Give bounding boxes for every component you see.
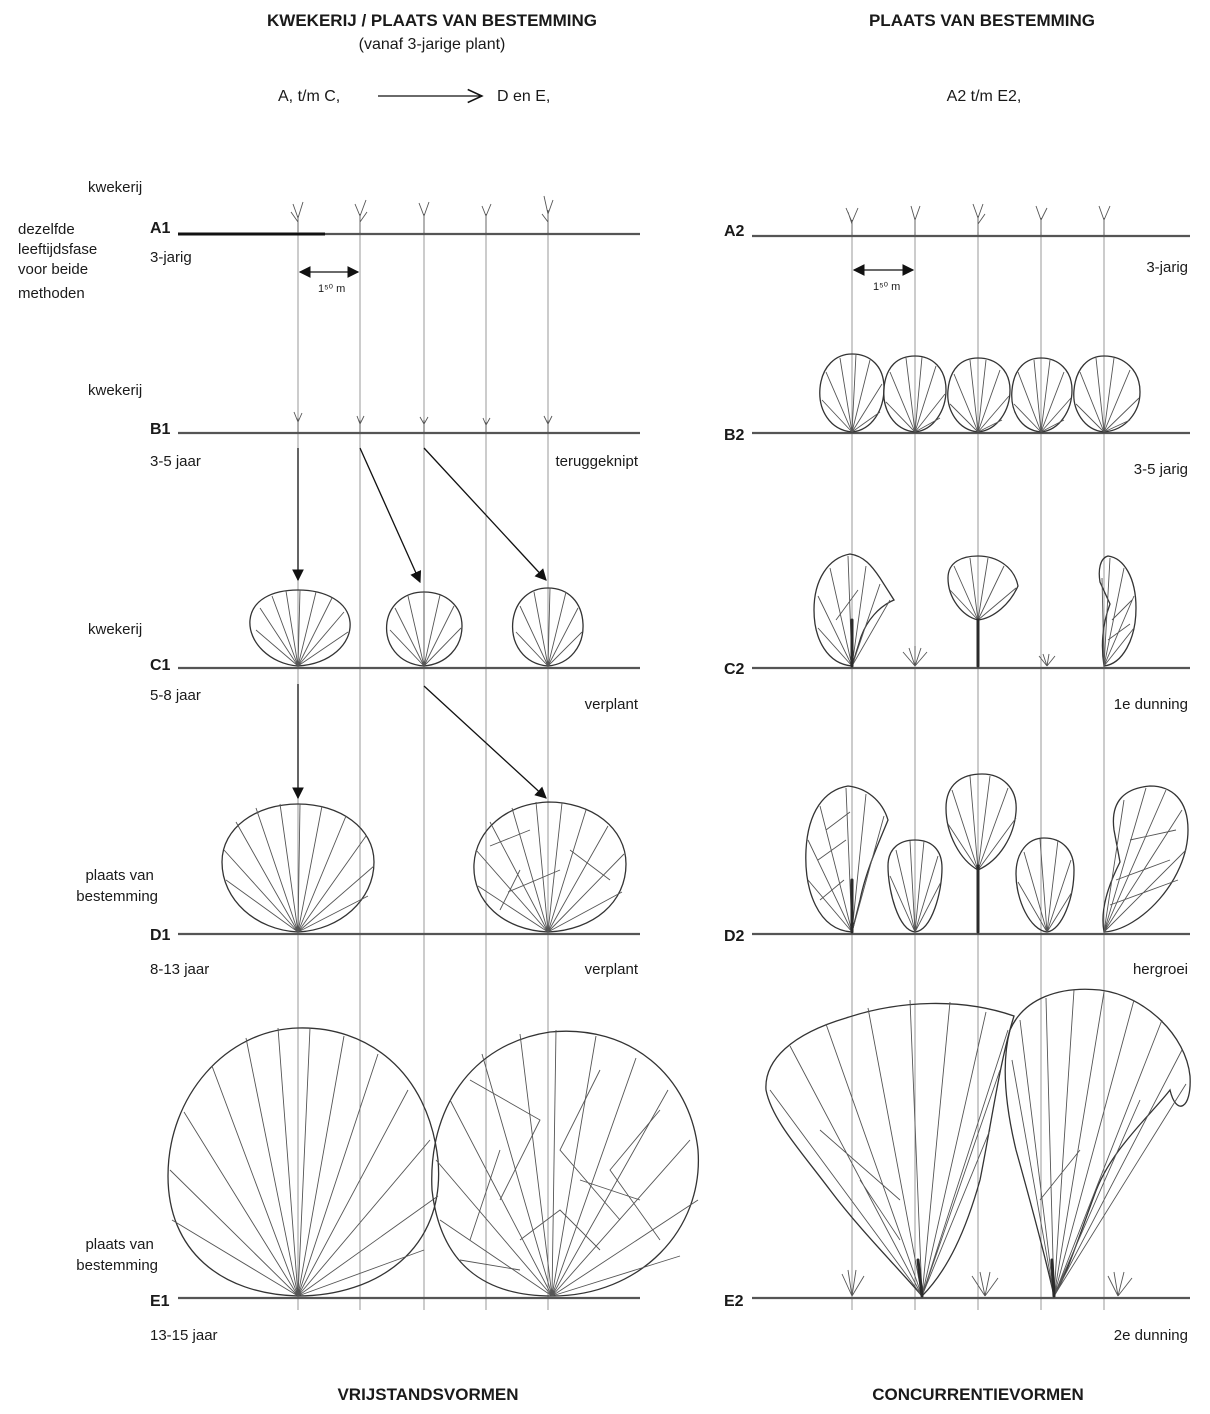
row-age-a1: 3-jarig <box>150 249 192 266</box>
row-id-d1: D1 <box>150 927 171 944</box>
row-note-c1: verplant <box>585 696 639 713</box>
row-id-c1: C1 <box>150 657 171 674</box>
row-id-c2: C2 <box>724 661 745 678</box>
nursery-label-c: kwekerij <box>88 621 142 638</box>
row-note-e2: 2e dunning <box>1114 1327 1188 1344</box>
left-header-title: KWEKERIJ / PLAATS VAN BESTEMMING <box>267 11 597 30</box>
seedlings-a1 <box>291 196 553 233</box>
row-note-d1: verplant <box>585 961 639 978</box>
row-id-d2: D2 <box>724 928 745 945</box>
row-age-e1: 13-15 jaar <box>150 1327 218 1344</box>
transplant-arrow-3 <box>424 448 546 580</box>
row-age-c1: 5-8 jaar <box>150 687 201 704</box>
regrowth-trees-d2 <box>806 774 1188 932</box>
cut-stumps-b1 <box>294 412 552 432</box>
row-c2: C2 1e dunning <box>724 554 1190 713</box>
spacing-label-right: 1⁵⁰ m <box>873 281 900 293</box>
right-header-title: PLAATS VAN BESTEMMING <box>869 11 1095 30</box>
shrubs-e1 <box>168 1028 698 1296</box>
left-flow-from: A, t/m C, <box>278 88 340 105</box>
left-header-subtitle: (vanaf 3-jarige plant) <box>359 36 506 53</box>
transplant-arrow-2 <box>360 448 420 582</box>
shared-phase-note: dezelfde leeftijdsfase voor beide method… <box>18 221 101 302</box>
row-d1: D1 8-13 jaar verplant <box>150 802 640 978</box>
row-d2: D2 hergroei <box>724 774 1190 978</box>
nursery-label-b: kwekerij <box>88 382 142 399</box>
right-flow: A2 t/m E2, <box>947 88 1022 105</box>
right-guide-lines <box>852 232 1104 1310</box>
row-id-e2: E2 <box>724 1293 744 1310</box>
row-id-b1: B1 <box>150 421 171 438</box>
row-a1: A1 3-jarig 1⁵⁰ m <box>150 196 640 295</box>
hedge-b2 <box>820 354 1140 432</box>
row-note-a2: 3-jarig <box>1146 259 1188 276</box>
row-id-e1: E1 <box>150 1293 170 1310</box>
row-b2: B2 3-5 jarig <box>724 354 1190 478</box>
footer-right: CONCURRENTIEVORMEN <box>872 1385 1084 1404</box>
destination-label-e: plaats van bestemming <box>76 1236 158 1274</box>
row-c1: C1 5-8 jaar verplant <box>150 588 640 798</box>
thinned-trees-c2 <box>814 554 1136 666</box>
seedlings-a2 <box>846 204 1110 235</box>
spacing-label-left: 1⁵⁰ m <box>318 283 345 295</box>
row-a2: A2 3-jarig 1⁵⁰ m <box>724 204 1190 293</box>
row-id-a1: A1 <box>150 220 171 237</box>
row-id-a2: A2 <box>724 223 745 240</box>
row-note-d2: hergroei <box>1133 961 1188 978</box>
footer-left: VRIJSTANDSVORMEN <box>337 1385 518 1404</box>
row-note-c2: 1e dunning <box>1114 696 1188 713</box>
row-e2: E2 2e dunning <box>724 989 1190 1344</box>
row-age-d1: 8-13 jaar <box>150 961 209 978</box>
nursery-label-a: kwekerij <box>88 179 142 196</box>
left-flow-to: D en E, <box>497 88 550 105</box>
transplant-arrow-5 <box>424 686 546 798</box>
destination-label-d: plaats van bestemming <box>76 867 158 905</box>
row-note-b1: teruggeknipt <box>555 453 638 470</box>
row-b1: B1 3-5 jaar teruggeknipt <box>150 412 640 582</box>
row-id-b2: B2 <box>724 427 745 444</box>
row-note-b2: 3-5 jarig <box>1134 461 1188 478</box>
shrubs-c1 <box>250 588 583 666</box>
row-age-b1: 3-5 jaar <box>150 453 201 470</box>
